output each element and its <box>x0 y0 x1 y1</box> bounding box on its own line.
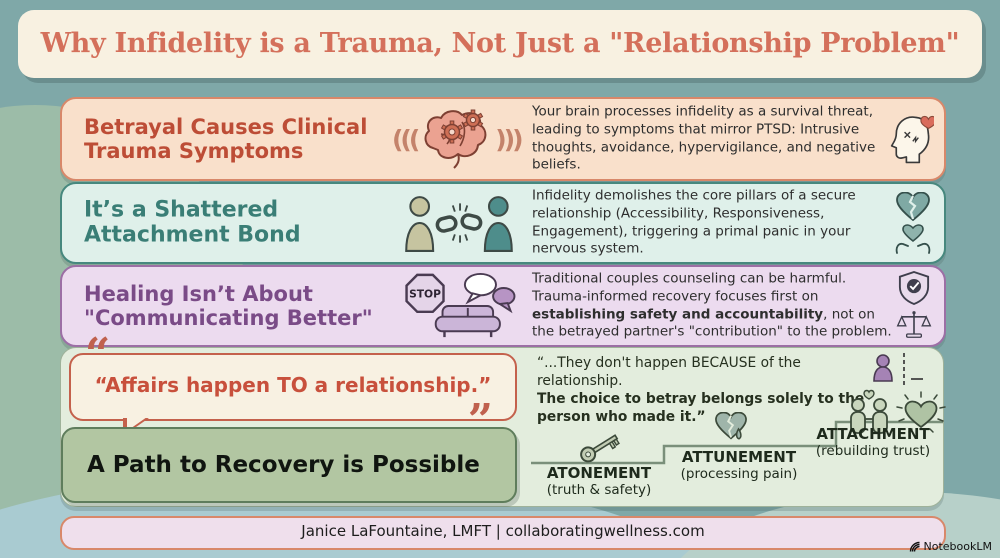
stop-couch-icon-group: STOP <box>402 271 520 341</box>
card-attachment-body: Infidelity demolishes the core pillars o… <box>532 187 856 257</box>
hands-holding-heart-icon <box>894 224 932 254</box>
card-trauma-symptoms: Betrayal Causes Clinical Trauma Symptoms… <box>60 97 946 181</box>
recovery-step-atonement: ATONEMENT (truth & safety) <box>546 464 652 498</box>
couple-holding-hands-icon <box>843 388 895 436</box>
brain-gears-icon <box>419 108 493 170</box>
broken-heart-tear-icon <box>713 412 749 444</box>
notebooklm-logo-icon <box>909 541 921 553</box>
card-healing-right-icons <box>896 270 932 342</box>
couch-icon <box>434 305 501 338</box>
footer-credit: Janice LaFountaine, LMFT | collaborating… <box>301 522 705 540</box>
speech-bubbles-icon <box>463 272 516 314</box>
recovery-title-box: A Path to Recovery is Possible <box>61 427 517 503</box>
broken-heart-icon <box>896 192 930 222</box>
recovery-title: A Path to Recovery is Possible <box>87 452 480 478</box>
scales-icon <box>896 308 932 342</box>
soundwave-left-icon: ((( <box>392 124 420 154</box>
footer-banner: Janice LaFountaine, LMFT | collaborating… <box>60 516 946 550</box>
soundwave-right-icon: ))) <box>495 124 523 154</box>
card-healing: Healing Isn’t About "Communicating Bette… <box>60 265 946 347</box>
radiant-heart-icon <box>895 391 947 437</box>
page-title: Why Infidelity is a Trauma, Not Just a "… <box>40 28 960 59</box>
card-trauma-heading: Betrayal Causes Clinical Trauma Symptoms <box>84 114 368 163</box>
card-healing-body: Traditional couples counseling can be ha… <box>532 270 892 340</box>
open-quote-mark: “ <box>85 329 111 380</box>
card-recovery: “ “Affairs happen TO a relationship.” ” … <box>60 333 947 507</box>
watermark: NotebookLM <box>909 540 992 553</box>
key-icon <box>577 430 623 464</box>
stop-sign-icon: STOP <box>405 273 445 314</box>
quote-continuation: “...They don't happen BECAUSE of the rel… <box>537 355 865 425</box>
card-attachment-right-icons <box>894 192 932 254</box>
person-divider-icon <box>871 351 929 395</box>
quote-bubble: “ “Affairs happen TO a relationship.” ” <box>69 333 517 443</box>
quote-text: “Affairs happen TO a relationship.” <box>94 373 492 397</box>
card-attachment-bond: It’s a Shattered Attachment Bond Infidel… <box>60 182 946 264</box>
recovery-step-attachment: ATTACHMENT (rebuilding trust) <box>815 425 931 459</box>
card-trauma-body: Your brain processes infidelity as a sur… <box>532 103 876 173</box>
title-banner: Why Infidelity is a Trauma, Not Just a "… <box>18 10 982 78</box>
svg-text:STOP: STOP <box>409 287 441 300</box>
head-heart-icon <box>888 113 934 165</box>
card-healing-heading: Healing Isn’t About "Communicating Bette… <box>84 281 373 330</box>
shield-check-icon <box>898 270 930 306</box>
card-attachment-heading: It’s a Shattered Attachment Bond <box>84 197 301 248</box>
watermark-label: NotebookLM <box>923 540 992 553</box>
two-people-broken-link-icon <box>400 193 518 253</box>
recovery-step-attunement: ATTUNEMENT (processing pain) <box>680 448 798 482</box>
brain-gears-icon-group: ((( <box>392 108 524 170</box>
